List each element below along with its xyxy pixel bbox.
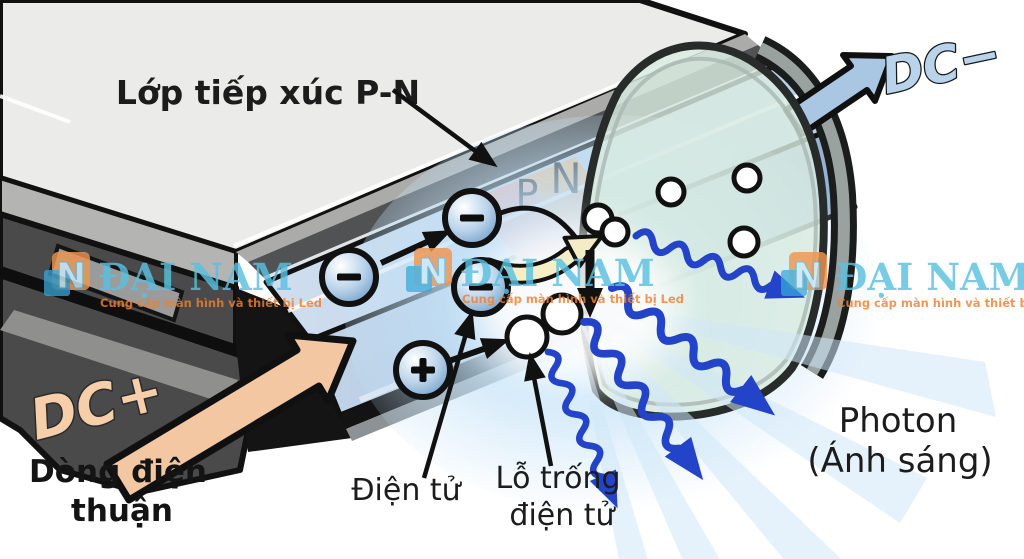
carrier-flow [319,162,763,400]
brand-name: ĐẠI NAM [460,251,655,295]
hole-circle [504,314,550,360]
watermarks: N ĐẠI NAM Cung cấp màn hình và thiết bị … [44,248,1024,310]
brand-name: ĐẠI NAM [835,255,1024,299]
labels: Lớp tiếp xúc P-N DC− DC+ Dòng điện thuận… [22,23,1007,533]
svg-text:thuận: thuận [71,493,173,529]
hole-circle [540,292,584,336]
hole-drop-arrow [577,250,603,318]
minus-icon [337,273,361,281]
plate-step-highlight [0,94,71,124]
lens-hole-circle [655,176,687,208]
junction-layer-label: Lớp tiếp xúc P-N [116,73,420,112]
minus-icon [460,214,484,222]
brand-logo [781,270,807,296]
svg-text:Lỗ trống: Lỗ trống [495,461,620,496]
svg-text:DC−: DC− [876,24,1006,106]
svg-text:điện tử: điện tử [509,498,616,533]
photon-label: Photon (Ánh sáng) [807,401,992,481]
brand-tagline: Cung cấp màn hình và thiết bị Led [837,296,1024,310]
watermark: N ĐẠI NAM Cung cấp màn hình và thiết bị … [781,252,1024,310]
electron-circle [451,257,511,317]
watermark: N ĐẠI NAM Cung cấp màn hình và thiết bị … [406,248,684,306]
anode-lead-top [0,310,238,404]
label-arrow [421,319,473,479]
svg-text:Dòng điện: Dòng điện [29,454,207,490]
svg-text:Photon: Photon [839,401,958,441]
metal-rim [754,36,857,379]
electron-circle [319,247,379,307]
plus-icon [419,358,427,382]
electron-circle [442,188,502,248]
brand-logo-letter: N [793,256,823,297]
brand-name: ĐẠI NAM [98,255,293,299]
electron-path-curve [497,205,578,240]
electron-hole-pair [581,202,631,248]
brand-logo [406,266,432,292]
lead-gap [0,266,242,358]
label-arrow [391,88,484,158]
watermark: N ĐẠI NAM Cung cấp màn hình và thiết bị … [44,252,322,310]
electron-label: Điện tử [351,473,462,508]
brand-tagline: Cung cấp màn hình và thiết bị Led [462,292,684,306]
plus-carrier-circle [393,340,453,400]
minus-icon [469,283,493,291]
svg-text:(Ánh sáng): (Ánh sáng) [807,440,992,481]
brand-logo-letter: N [56,256,86,297]
forward-current-label: Dòng điện thuận [29,454,207,529]
dc-plus-arrow [103,331,357,504]
brand-logo [44,270,70,296]
lens-inner-rim [589,56,818,407]
hole-label: Lỗ trống điện tử [495,461,620,533]
dc-minus-label: DC− [875,23,1007,107]
brand-logo-letter: N [418,252,448,293]
brand-tagline: Cung cấp màn hình và thiết bị Led [100,296,322,310]
lens-hole-circle [731,162,763,194]
lens-hole-circle [727,225,761,259]
